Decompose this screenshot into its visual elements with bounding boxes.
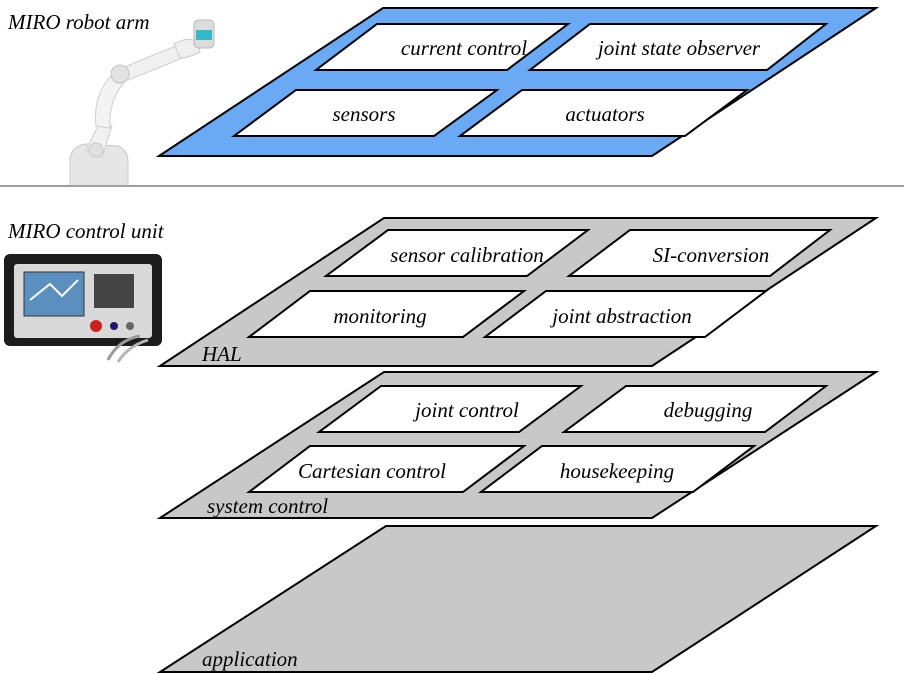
sensor-calibration-label: sensor calibration [390,243,543,267]
housekeeping-block [478,445,757,493]
system-control-label: system control [207,494,328,518]
sensor-calibration-block [322,229,591,277]
sensors-block [230,89,501,137]
monitoring-label: monitoring [333,304,426,328]
actuators-block [456,89,751,137]
joint-state-observer-label: joint state observer [595,36,761,60]
application-layer [156,525,880,673]
joint-abstraction-block [482,290,769,338]
debugging-label: debugging [664,398,753,422]
cartesian-control-label: Cartesian control [298,459,446,483]
joint-state-observer-block [527,23,829,71]
sensors-label: sensors [332,102,395,126]
joint-abstraction-label: joint abstraction [549,304,691,328]
control-unit-title: MIRO control unit [7,219,165,243]
housekeeping-label: housekeeping [560,459,674,483]
si-conversion-block [566,229,833,277]
cartesian-control-block [246,445,527,493]
hal-label: HAL [201,342,242,366]
robot-arm-image [69,19,215,187]
joint-control-label: joint control [412,398,519,422]
si-conversion-label: SI-conversion [653,243,770,267]
actuators-label: actuators [565,102,644,126]
debugging-block [560,385,829,433]
control-unit-image [4,254,162,363]
application-label: application [202,647,298,671]
robot-arm-title: MIRO robot arm [7,10,150,34]
joint-control-block [315,385,585,433]
current-control-label: current control [401,36,527,60]
current-control-block [313,23,571,71]
monitoring-block [246,290,527,338]
